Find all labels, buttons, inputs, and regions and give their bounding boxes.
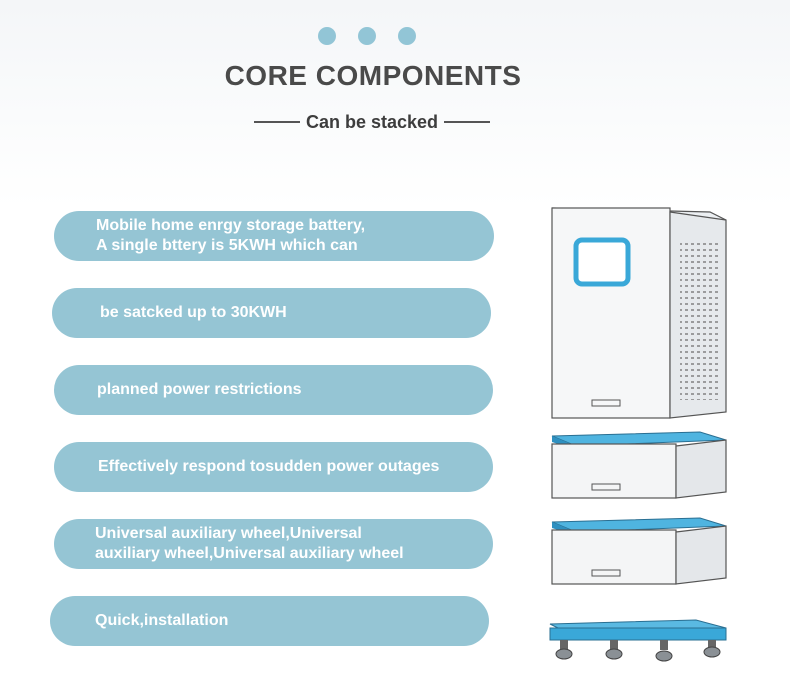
feature-pill-3: planned power restrictions [54,365,493,415]
dot-2 [358,27,376,45]
feature-1-line-1: Mobile home enrgy storage battery, [96,217,366,234]
stacked-battery-illustration [549,207,727,662]
subtitle-line-right [444,121,491,123]
battery-module-1 [551,431,727,499]
battery-module-2 [551,517,727,585]
subtitle-row: Can be stacked [246,110,498,134]
feature-pill-2: be satcked up to 30KWH [52,288,491,338]
wheeled-base [549,619,727,662]
feature-3-line-1: planned power restrictions [97,381,302,398]
screen-bezel [573,237,631,287]
feature-6-line-1: Quick,installation [95,612,229,629]
feature-pill-5: Universal auxiliary wheel,Universal auxi… [54,519,493,569]
page-title: CORE COMPONENTS [224,60,522,91]
feature-2-line-1: be satcked up to 30KWH [100,304,287,321]
feature-5-line-2: auxiliary wheel,Universal auxiliary whee… [95,545,404,562]
feature-pill-4: Effectively respond tosudden power outag… [54,442,493,492]
feature-pill-6: Quick,installation [50,596,489,646]
decorative-dots [318,27,422,45]
feature-1-line-2: A single bttery is 5KWH which can [96,237,358,254]
feature-4-line-1: Effectively respond tosudden power outag… [98,458,440,475]
subtitle: Can be stacked [305,111,439,132]
subtitle-line-left [253,121,300,123]
feature-pill-1: Mobile home enrgy storage battery, A sin… [54,211,494,261]
feature-5-line-1: Universal auxiliary wheel,Universal [95,525,362,542]
dot-3 [398,27,416,45]
top-battery-unit [551,207,727,419]
dot-1 [318,27,336,45]
